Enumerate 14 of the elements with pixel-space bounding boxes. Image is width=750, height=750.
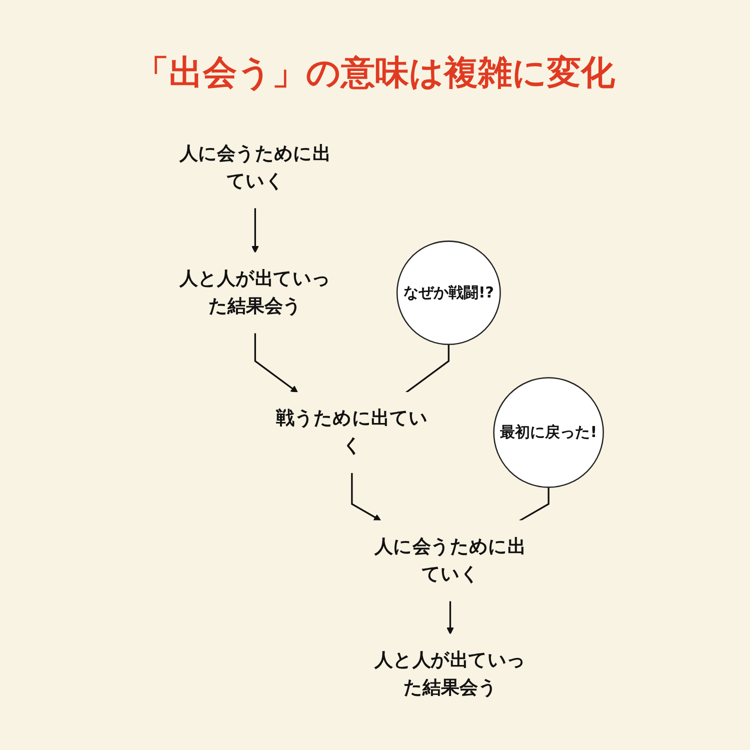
connector bbox=[519, 487, 550, 522]
arrow bbox=[252, 208, 259, 254]
connector bbox=[406, 344, 450, 394]
arrow bbox=[351, 472, 382, 522]
node-text: 人に会うために出ていく bbox=[180, 144, 331, 192]
node-text: 人に会うために出ていく bbox=[374, 536, 526, 585]
node-circle: 最初に戻った! bbox=[493, 377, 604, 488]
arrow bbox=[446, 600, 454, 635]
node-text: 人と人が出ていった結果会う bbox=[374, 650, 526, 698]
node-text: 戦うために出ていく bbox=[276, 408, 428, 457]
node-text: 人と人が出ていった結果会う bbox=[180, 268, 331, 317]
arrow bbox=[254, 332, 298, 393]
title: 「出会う」の意味は複雑に変化 bbox=[135, 52, 615, 95]
node-circle: なぜか戦闘!? bbox=[396, 240, 501, 346]
